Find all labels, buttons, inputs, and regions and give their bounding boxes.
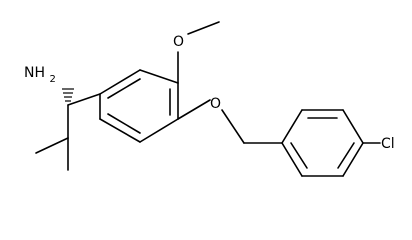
- ring-a-bond-5: [99, 118, 141, 143]
- ring-a-inner-double-1: [107, 78, 141, 99]
- ring-b-inner-double-2: [337, 142, 355, 169]
- amine-label: NH 2: [24, 65, 56, 85]
- ether-oxygen-label: O: [210, 96, 221, 112]
- ring-b-bond-1: [281, 109, 303, 144]
- ring-b-inner-double-3: [290, 142, 308, 169]
- ring-a-inner-double-3: [107, 113, 141, 134]
- hashed-wedge-bond: [62, 88, 74, 102]
- ring-b-bond-4: [342, 142, 364, 177]
- ring-b-bond-3: [342, 109, 364, 144]
- ring-a-bond-1: [99, 69, 141, 95]
- chemical-structure: NH 2 O O Cl: [24, 21, 395, 177]
- bond-methoxy-oxygen-to-methyl: [187, 21, 220, 35]
- ring-b-bond-6: [281, 142, 303, 177]
- methoxy-oxygen-label: O: [173, 34, 184, 50]
- bond-isopropyl-left-methyl: [35, 137, 69, 154]
- atom-label-layer: NH 2 O O Cl: [24, 34, 395, 152]
- bond-ring-to-ether-oxygen: [177, 99, 211, 120]
- amine-subscript: 2: [49, 74, 55, 85]
- bond-stereocenter-to-ring: [67, 93, 101, 106]
- amine-main-label: NH: [24, 65, 45, 81]
- chlorine-label: Cl: [381, 136, 395, 152]
- ring-a-bond-2: [139, 69, 179, 84]
- ring-a-bond-4: [139, 118, 179, 143]
- bond-layer: [35, 21, 381, 177]
- bond-ether-oxygen-to-benzylic-carbon: [221, 109, 245, 144]
